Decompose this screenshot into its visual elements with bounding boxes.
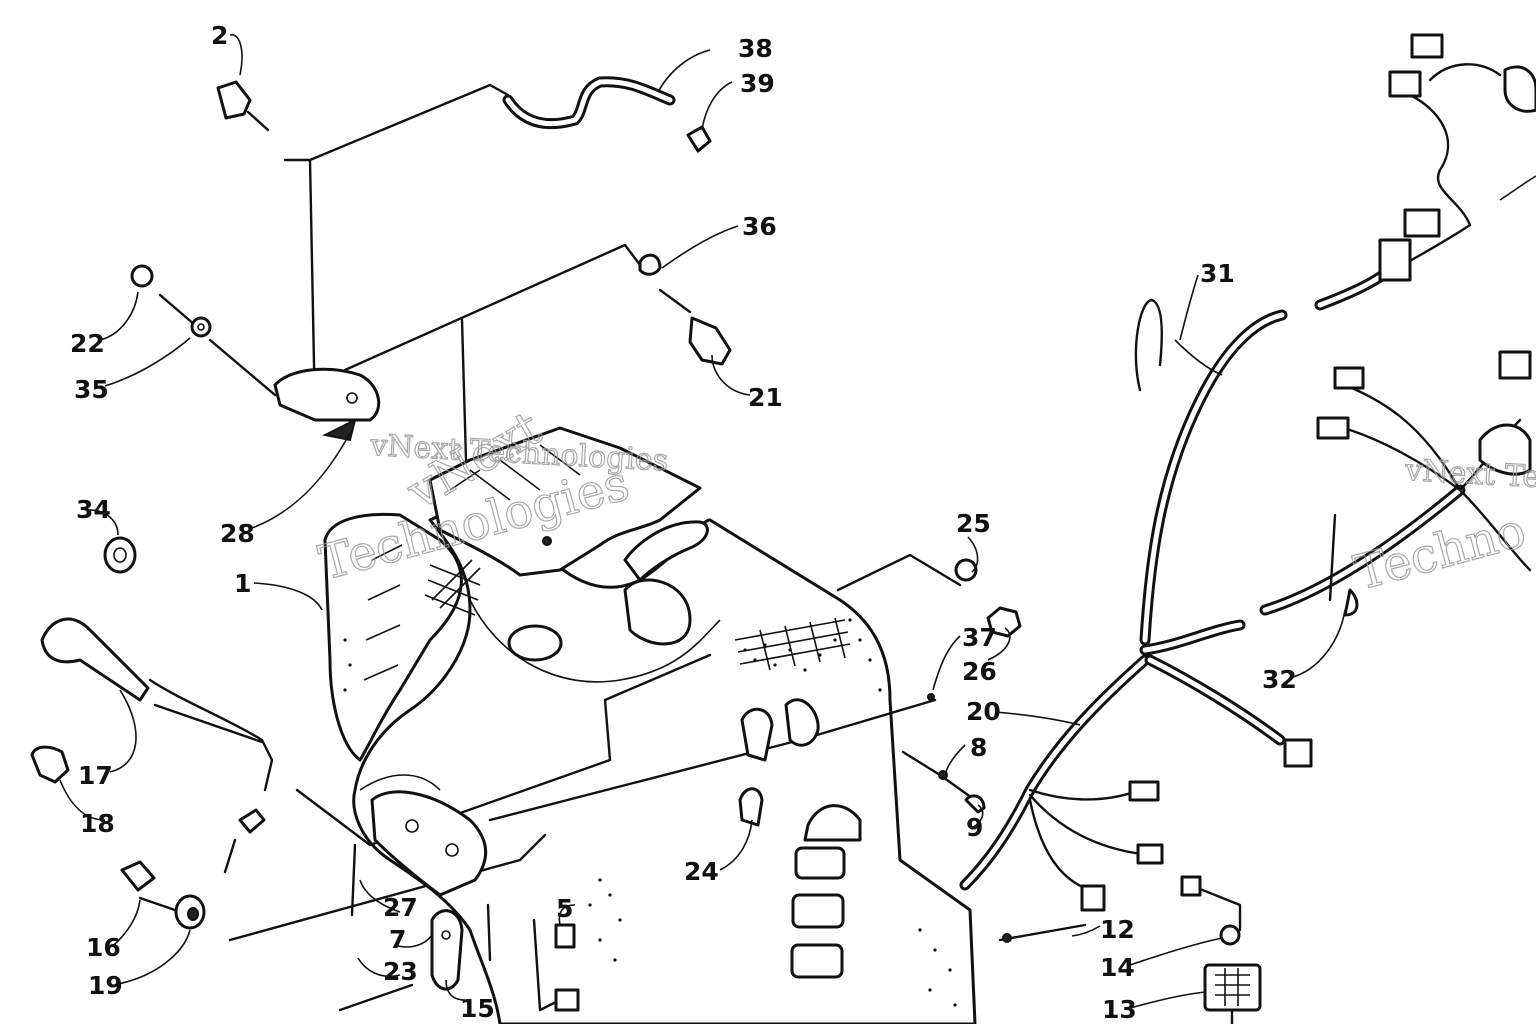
part-13-plug xyxy=(1203,963,1262,1024)
part-36-clip xyxy=(638,253,662,276)
part-37-screw xyxy=(927,693,935,701)
part-24-grommet xyxy=(738,698,820,827)
part-18-clip xyxy=(30,745,70,784)
callout-20: 20 xyxy=(966,697,1001,726)
wiring-harness xyxy=(959,33,1536,912)
part-2-bolt xyxy=(216,80,270,132)
callout-1: 1 xyxy=(234,569,251,598)
callout-35: 35 xyxy=(74,375,109,404)
callout-5: 5 xyxy=(556,894,573,923)
part-8-washer xyxy=(938,770,948,780)
part-14-connector xyxy=(1180,875,1242,946)
part-5-terminal xyxy=(532,918,580,1012)
callout-21: 21 xyxy=(748,383,783,412)
part-19-knob xyxy=(174,894,206,930)
part-21-switch xyxy=(688,316,732,366)
part-26-nut xyxy=(986,606,1022,638)
callout-38: 38 xyxy=(738,34,773,63)
part-27-plate xyxy=(370,790,488,897)
part-22-nut xyxy=(130,264,154,288)
part-12-screw xyxy=(1002,933,1012,943)
callout-8: 8 xyxy=(970,733,987,762)
callout-14: 14 xyxy=(1100,953,1135,982)
part-35-washer xyxy=(190,316,212,338)
callout-12: 12 xyxy=(1100,915,1135,944)
callout-leaders xyxy=(59,34,1536,1009)
part-17-cable xyxy=(40,617,266,874)
watermark-text: Techno xyxy=(1349,502,1532,601)
part-38-39-tube xyxy=(502,76,712,153)
callout-34: 34 xyxy=(76,495,111,524)
callout-labels: 2 38 39 36 21 22 35 28 34 1 17 18 16 19 … xyxy=(70,21,1297,1024)
callout-25: 25 xyxy=(956,509,991,538)
callout-22: 22 xyxy=(70,329,105,358)
callout-26: 26 xyxy=(962,657,997,686)
callout-18: 18 xyxy=(80,809,115,838)
console-housing xyxy=(323,509,977,1024)
callout-31: 31 xyxy=(1200,259,1235,288)
watermark-text: vNext Te xyxy=(1404,453,1536,495)
callout-7: 7 xyxy=(389,925,406,954)
callout-16: 16 xyxy=(86,933,121,962)
callout-39: 39 xyxy=(740,69,775,98)
callout-24: 24 xyxy=(684,857,719,886)
part-15-plate xyxy=(430,909,464,991)
callout-36: 36 xyxy=(742,212,777,241)
callout-23: 23 xyxy=(383,957,418,986)
part-25-nut xyxy=(954,558,978,582)
part-9-clip xyxy=(964,794,986,814)
part-28-bracket xyxy=(273,367,381,442)
part-16-cap xyxy=(120,860,156,892)
callout-37: 37 xyxy=(962,623,997,652)
callout-17: 17 xyxy=(78,761,113,790)
callout-19: 19 xyxy=(88,971,123,1000)
part-34-nut xyxy=(103,536,137,574)
callout-15: 15 xyxy=(460,994,495,1023)
callout-28: 28 xyxy=(220,519,255,548)
upper-panel xyxy=(428,426,709,582)
callout-2: 2 xyxy=(211,21,228,50)
callout-32: 32 xyxy=(1262,665,1297,694)
part-23-cable xyxy=(338,843,414,1012)
callout-9: 9 xyxy=(966,813,983,842)
callout-13: 13 xyxy=(1102,995,1137,1024)
callout-27: 27 xyxy=(383,893,418,922)
